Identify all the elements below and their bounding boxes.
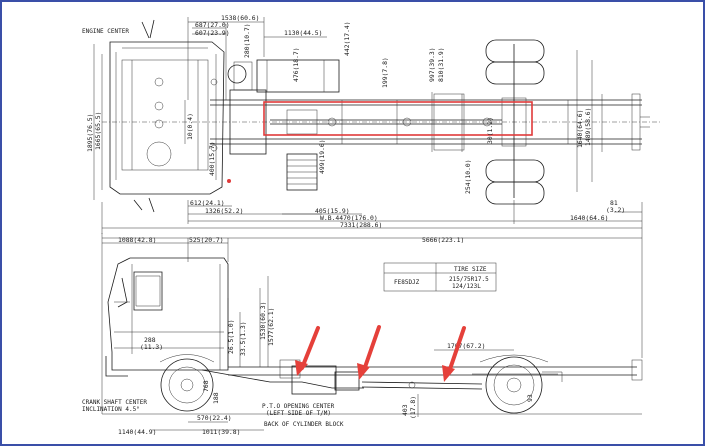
red-arrows	[295, 325, 466, 382]
arrow-2	[362, 325, 381, 372]
pto-side-label: (LEFT SIDE OF T/M)	[266, 410, 331, 417]
dim-476: 476(18.7)	[292, 47, 300, 82]
dim-1640-right: 1640(64.6)	[576, 110, 584, 148]
dim-499: 499(19.6)	[318, 139, 326, 174]
dim-288: 288	[144, 336, 156, 344]
dim-wheelbase: W.B.4470(176.0)	[320, 214, 378, 222]
dim-687: 687(27.0)	[195, 21, 230, 29]
dim-1707: 1707(67.2)	[447, 342, 485, 350]
dim-280: 280(10.7)	[243, 23, 251, 58]
dim-1088: 1088(42.8)	[118, 236, 156, 244]
engine-center-label: ENGINE CENTER	[82, 28, 129, 35]
arrow-2-head	[357, 363, 370, 380]
dim-26-5: 26.5(1.0)	[227, 319, 235, 354]
dim-1011: 1011(39.8)	[202, 428, 240, 436]
tire-size-header: TIRE SIZE	[454, 266, 487, 273]
dim-93: 93	[526, 394, 534, 402]
dim-188: 188	[212, 392, 220, 404]
top-view: ENGINE CENTER 1538(60.6) 687(27.0) 607(2…	[82, 14, 662, 234]
tire-model: FE85DJZ	[394, 279, 420, 286]
dim-570: 570(22.4)	[197, 414, 232, 422]
arrow-1	[300, 326, 320, 370]
pto-label: P.T.O OPENING CENTER	[262, 403, 335, 410]
cylinder-block-label: BACK OF CYLINDER BLOCK	[264, 421, 344, 428]
dim-1140: 1140(44.9)	[118, 428, 156, 436]
dim-3-2: (3.2)	[606, 206, 625, 214]
dim-525: 525(20.7)	[189, 236, 224, 244]
dim-33-5: 33.5(1.3)	[239, 321, 247, 356]
dim-612: 612(24.1)	[190, 199, 225, 207]
marker-dot	[227, 179, 231, 183]
arrow-1-head	[295, 360, 308, 376]
dim-1895: 1895(76.5)	[86, 114, 94, 152]
dim-405: 405(15.9)	[315, 207, 350, 215]
tire-size-2: 124/123L	[452, 283, 481, 290]
dim-1130: 1130(44.5)	[284, 29, 322, 37]
dim-1665: 1665(65.5)	[94, 112, 102, 150]
dim-11-3: (11.3)	[140, 343, 163, 351]
dim-997: 997(39.3)	[428, 47, 436, 82]
dim-1530: 1530(60.3)	[259, 302, 267, 340]
dim-10: 10(0.4)	[186, 113, 194, 140]
dim-1326: 1326(52.2)	[205, 207, 243, 215]
dim-400: 400(15.7)	[208, 141, 216, 176]
dim-607: 607(23.9)	[195, 29, 230, 37]
dim-7331: 7331(288.6)	[340, 221, 382, 229]
arrow-3	[447, 326, 466, 374]
dim-254: 254(10.0)	[464, 159, 472, 194]
dim-30: 30(1.2)	[486, 117, 494, 144]
dim-1640-bottom: 1640(64.6)	[570, 214, 608, 222]
dim-1489: 1489(58.6)	[584, 108, 592, 146]
tire-size-table: TIRE SIZE FE85DJZ 215/75R17.5 124/123L	[383, 262, 497, 292]
crank-shaft-label: CRANK SHAFT CENTER	[82, 399, 147, 406]
highlight-box	[263, 101, 533, 136]
dim-1577: 1577(62.1)	[267, 308, 275, 346]
inclination-label: INCLINATION 4.5°	[82, 406, 140, 413]
dim-768: 768	[202, 380, 210, 392]
dim-1538: 1538(60.6)	[221, 14, 259, 22]
dim-442: 442(17.4)	[343, 21, 351, 56]
dim-199: 199(7.8)	[381, 57, 389, 88]
dim-403: 403	[401, 404, 409, 416]
side-view: 1088(42.8) 525(20.7) 5666(223.1) 288 (11…	[82, 233, 643, 436]
tire-size-1: 215/75R17.5	[449, 276, 489, 283]
dim-810: 810(31.9)	[437, 47, 445, 82]
dim-81: 81	[610, 199, 618, 207]
dim-17-8: (17.8)	[409, 396, 417, 419]
arrow-3-head	[442, 365, 455, 382]
dim-5666: 5666(223.1)	[422, 236, 464, 244]
